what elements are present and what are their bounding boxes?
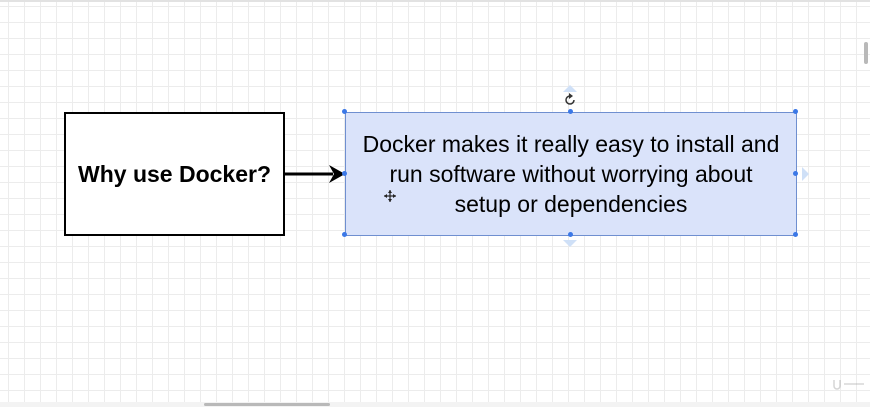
connector-arrow[interactable] bbox=[283, 160, 349, 188]
docker-explanation-text: Docker makes it really easy to install a… bbox=[347, 129, 795, 219]
watermark-logo bbox=[833, 380, 864, 390]
horizontal-scrollbar-thumb[interactable] bbox=[204, 403, 330, 406]
why-use-docker-box[interactable]: Why use Docker? bbox=[64, 112, 285, 236]
docker-explanation-box[interactable]: Docker makes it really easy to install a… bbox=[345, 112, 797, 236]
selection-handle-top-right[interactable] bbox=[793, 109, 798, 114]
docker-explanation-line-3: setup or dependencies bbox=[454, 191, 688, 217]
selection-handle-bottom-left[interactable] bbox=[342, 232, 347, 237]
selection-handle-middle-right[interactable] bbox=[793, 171, 798, 176]
rotate-icon[interactable] bbox=[563, 93, 577, 107]
canvas-top-border bbox=[0, 0, 870, 2]
connection-arrow-hint-down-icon[interactable] bbox=[563, 240, 577, 248]
vertical-scrollbar-thumb[interactable] bbox=[864, 42, 868, 64]
selection-handle-bottom-middle[interactable] bbox=[568, 232, 573, 237]
horizontal-scrollbar[interactable] bbox=[0, 402, 870, 407]
connection-arrow-hint-up-icon[interactable] bbox=[563, 84, 577, 92]
docker-explanation-line-2: run software without worrying about bbox=[389, 161, 753, 187]
selection-handle-top-middle[interactable] bbox=[568, 109, 573, 114]
connection-arrow-hint-right-icon[interactable] bbox=[802, 167, 810, 181]
selection-handle-middle-left[interactable] bbox=[342, 171, 347, 176]
selection-handle-top-left[interactable] bbox=[342, 109, 347, 114]
why-use-docker-label: Why use Docker? bbox=[78, 160, 271, 187]
selection-handle-bottom-right[interactable] bbox=[793, 232, 798, 237]
docker-explanation-line-1: Docker makes it really easy to install a… bbox=[362, 131, 780, 157]
move-icon bbox=[384, 190, 396, 202]
